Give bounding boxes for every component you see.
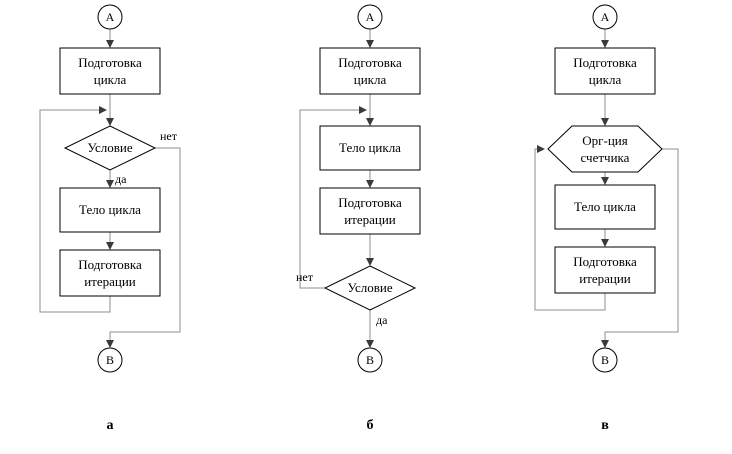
decision-b-condition-label: Условие: [347, 280, 392, 295]
edge-v-loopback: [534, 145, 606, 311]
edge-b-no-label: нет: [296, 270, 314, 284]
terminal-v-start-label: A: [601, 10, 610, 24]
process-b-prep-iter-rect: [319, 187, 421, 235]
edge-a-yes-label: да: [115, 172, 127, 186]
process-b-body-rect: [319, 125, 421, 171]
process-v-body-label: Тело цикла: [574, 199, 636, 214]
edge-a-no-label: нет: [160, 129, 178, 143]
terminal-v-end-label: B: [601, 353, 609, 367]
preparation-v-counter-line2: счетчика: [581, 150, 630, 165]
terminal-a-start-label: A: [106, 10, 115, 24]
flowchart-v: A Подготовка цикла Орг-ция счетчика Тело…: [534, 4, 679, 433]
process-b-prep-cycle-line1: Подготовка: [338, 55, 402, 70]
terminal-b-start-label: A: [366, 10, 375, 24]
process-v-prep-cycle-line1: Подготовка: [573, 55, 637, 70]
decision-a-condition-diamond: [63, 125, 157, 171]
terminal-a-end-circle: [97, 347, 123, 373]
process-a-prep-iter-line1: Подготовка: [78, 257, 142, 272]
process-v-body-rect: [554, 184, 656, 230]
process-b-prep-cycle-line2: цикла: [354, 72, 387, 87]
terminal-a-end-label: B: [106, 353, 114, 367]
edge-a-no-to-end: [106, 147, 181, 348]
process-b-prep-iter-line2: итерации: [344, 212, 396, 227]
process-b-body-label: Тело цикла: [339, 140, 401, 155]
terminal-v-start-circle: [592, 4, 618, 30]
edge-b-yes-label: да: [376, 313, 388, 327]
terminal-v-end-circle: [592, 347, 618, 373]
process-a-prep-iter-rect: [59, 249, 161, 297]
edge-b-no-loopback: [299, 106, 367, 289]
flowchart-b: A Подготовка цикла Тело цикла Подготовка…: [296, 4, 421, 433]
preparation-v-counter-hexagon: [547, 125, 663, 173]
decision-b-condition-diamond: [323, 265, 417, 311]
process-v-prep-iter-rect: [554, 246, 656, 294]
terminal-b-end-label: B: [366, 353, 374, 367]
flowchart-a: A Подготовка цикла Условие нет да Тело ц…: [39, 4, 181, 433]
process-a-body-rect: [59, 187, 161, 233]
terminal-b-start-circle: [357, 4, 383, 30]
process-a-prep-cycle-rect: [59, 47, 161, 95]
caption-a: а: [107, 418, 114, 433]
process-v-prep-cycle-rect: [554, 47, 656, 95]
process-a-prep-cycle-line1: Подготовка: [78, 55, 142, 70]
process-b-prep-cycle-rect: [319, 47, 421, 95]
caption-v: в: [601, 418, 609, 433]
process-v-prep-iter-line1: Подготовка: [573, 254, 637, 269]
terminal-b-end-circle: [357, 347, 383, 373]
process-a-prep-cycle-line2: цикла: [94, 72, 127, 87]
process-a-body-label: Тело цикла: [79, 202, 141, 217]
process-b-prep-iter-line1: Подготовка: [338, 195, 402, 210]
terminal-a-start-circle: [97, 4, 123, 30]
decision-a-condition-label: Условие: [87, 140, 132, 155]
preparation-v-counter-line1: Орг-ция: [582, 133, 627, 148]
caption-b: б: [367, 418, 374, 433]
process-v-prep-cycle-line2: цикла: [589, 72, 622, 87]
process-v-prep-iter-line2: итерации: [579, 271, 631, 286]
process-a-prep-iter-line2: итерации: [84, 274, 136, 289]
edge-a-loopback: [39, 106, 111, 313]
edge-v-exit-to-end: [601, 148, 679, 348]
